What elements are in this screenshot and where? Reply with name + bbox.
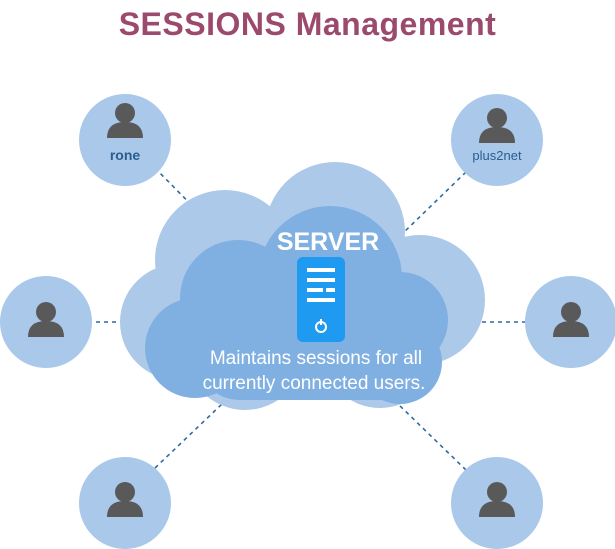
user-node-top-left: rone bbox=[79, 94, 171, 186]
user-node-bottom-left bbox=[79, 457, 171, 549]
server-label: SERVER bbox=[277, 228, 379, 256]
person-silhouette-icon bbox=[479, 482, 515, 517]
person-silhouette-icon bbox=[107, 103, 143, 138]
user-label-top-right: plus2net bbox=[472, 148, 522, 163]
user-node-middle-left bbox=[0, 276, 92, 368]
server-tower-icon bbox=[297, 257, 345, 342]
person-silhouette-icon bbox=[553, 302, 589, 337]
page-title: SESSIONS Management bbox=[118, 6, 497, 42]
user-label-top-left: rone bbox=[110, 147, 141, 163]
person-silhouette-icon bbox=[28, 302, 64, 337]
user-node-middle-right bbox=[525, 276, 615, 368]
connector-top-right bbox=[399, 171, 467, 237]
user-node-top-right: plus2net bbox=[451, 94, 543, 186]
connector-bottom-right bbox=[397, 403, 467, 471]
connector-bottom-left bbox=[154, 403, 223, 469]
user-node-bottom-right bbox=[451, 457, 543, 549]
server-description-line2: currently connected users. bbox=[203, 373, 426, 394]
server-description-line1: Maintains sessions for all bbox=[210, 348, 422, 369]
person-silhouette-icon bbox=[479, 108, 515, 143]
person-silhouette-icon bbox=[107, 482, 143, 517]
